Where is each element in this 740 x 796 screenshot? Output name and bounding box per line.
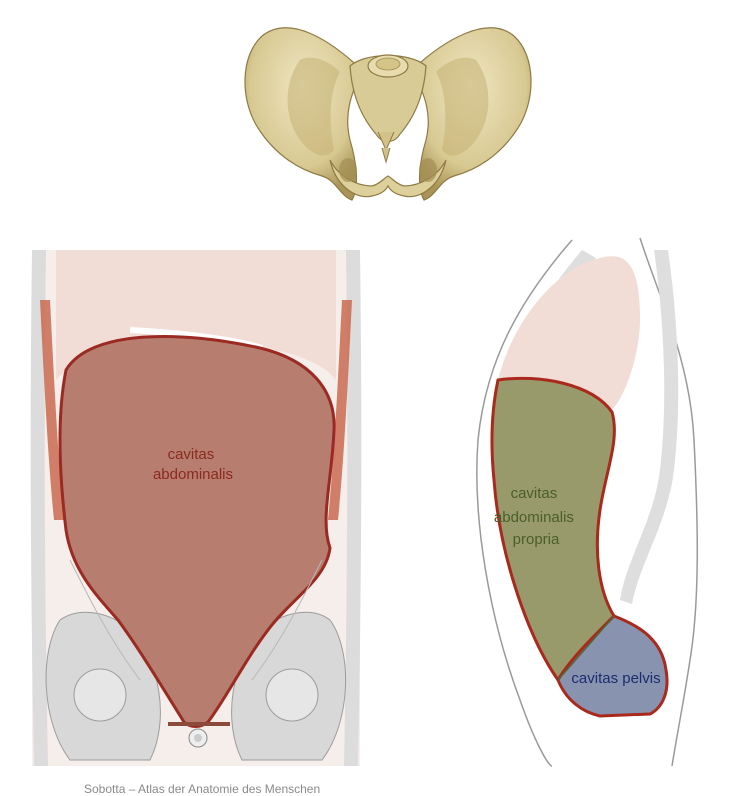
label-cavitas-abdominalis: cavitas abdominalis bbox=[153, 446, 233, 483]
pelvis-bone-illustration bbox=[244, 27, 532, 201]
label-cavitas-abdominalis-propria: cavitas abdominalis propria bbox=[494, 485, 578, 548]
label-cavitas-pelvis: cavitas pelvis bbox=[571, 670, 660, 687]
source-credit: Sobotta – Atlas der Anatomie des Mensche… bbox=[84, 782, 321, 796]
cavitas-pelvis-region bbox=[556, 614, 669, 718]
sagittal-section-illustration bbox=[476, 237, 699, 767]
frontal-section-illustration bbox=[30, 250, 362, 766]
cavitas-abdominalis-region bbox=[58, 334, 336, 728]
